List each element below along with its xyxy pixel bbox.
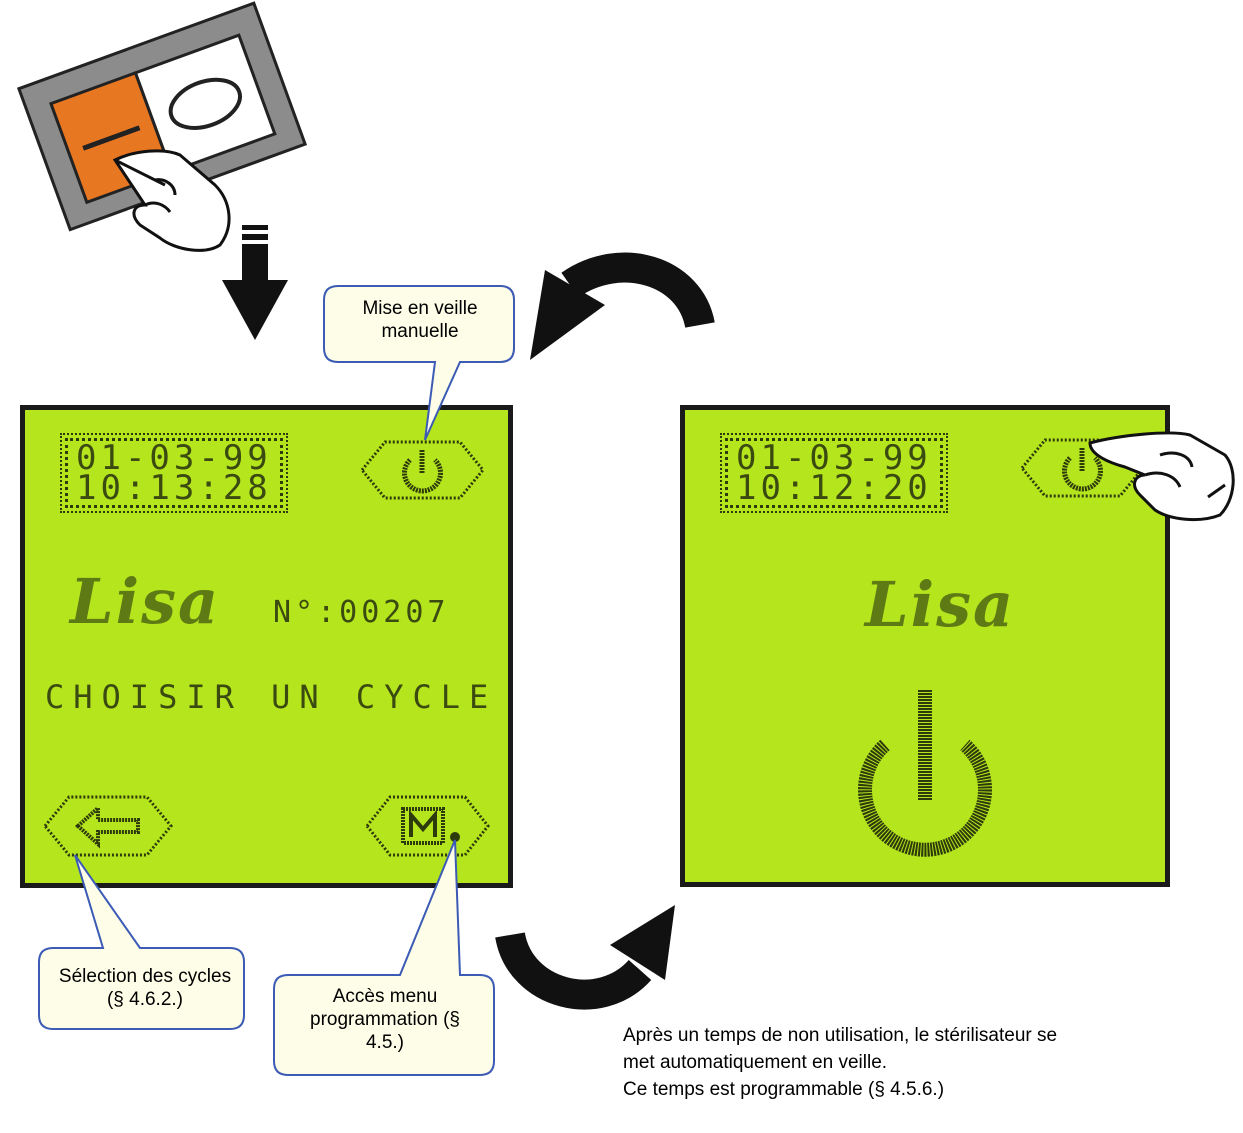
note-line-2: met automatiquement en veille. <box>623 1052 888 1073</box>
switch-off-symbol <box>168 77 242 130</box>
lcd-screen-active: 01-03-99 10:13:28 Lisa N°:00207 CHOISIR … <box>20 405 513 888</box>
callout-cycles <box>38 854 245 1030</box>
pointing-hand-icon <box>1088 431 1235 521</box>
callout-standby-text: Mise en veille manuelle <box>362 298 478 342</box>
power-switch-illustration <box>16 1 308 252</box>
callout-menu-text: Accès menu programmation (§ 4.5.) <box>310 986 460 1053</box>
standby-power-icon <box>858 690 992 857</box>
switch-on-symbol <box>82 125 141 151</box>
standby-note: Après un temps de non utilisation, le st… <box>623 1022 1223 1103</box>
switch-off-half[interactable] <box>133 33 277 174</box>
brand-logo: Lisa <box>865 568 1016 641</box>
standby-button[interactable] <box>360 440 485 500</box>
down-arrow-icon <box>222 225 288 340</box>
date-value: 01-03-99 <box>76 438 272 478</box>
lcd-screen-standby: 01-03-99 10:12:20 Lisa <box>680 405 1170 887</box>
callout-menu <box>273 839 495 1076</box>
serial-number: N°:00207 <box>273 595 450 630</box>
curved-arrow-top-icon <box>530 252 715 360</box>
time-value: 10:12:20 <box>736 468 932 508</box>
menu-m-icon <box>401 807 460 845</box>
datetime-display: 01-03-99 10:13:28 <box>60 433 288 513</box>
curved-arrow-bottom-icon <box>495 905 675 1010</box>
power-icon <box>1062 448 1103 492</box>
arrow-left-icon <box>75 803 140 849</box>
pointing-hand-icon <box>112 149 231 252</box>
callout-cycles-text: Sélection des cycles (§ 4.6.2.) <box>58 966 232 1010</box>
power-icon <box>402 450 443 494</box>
note-line-1: Après un temps de non utilisation, le st… <box>623 1025 1058 1046</box>
time-value: 10:13:28 <box>76 468 272 508</box>
callout-standby <box>323 285 515 441</box>
cycle-selection-button[interactable] <box>43 795 173 857</box>
datetime-display: 01-03-99 10:12:20 <box>720 433 948 513</box>
note-line-3: Ce temps est programmable (§ 4.5.6.) <box>623 1079 945 1100</box>
brand-logo: Lisa <box>70 565 221 638</box>
status-message: CHOISIR UN CYCLE <box>45 678 498 716</box>
date-value: 01-03-99 <box>736 438 932 478</box>
programming-menu-button[interactable] <box>365 795 490 857</box>
standby-button[interactable] <box>1020 438 1145 498</box>
